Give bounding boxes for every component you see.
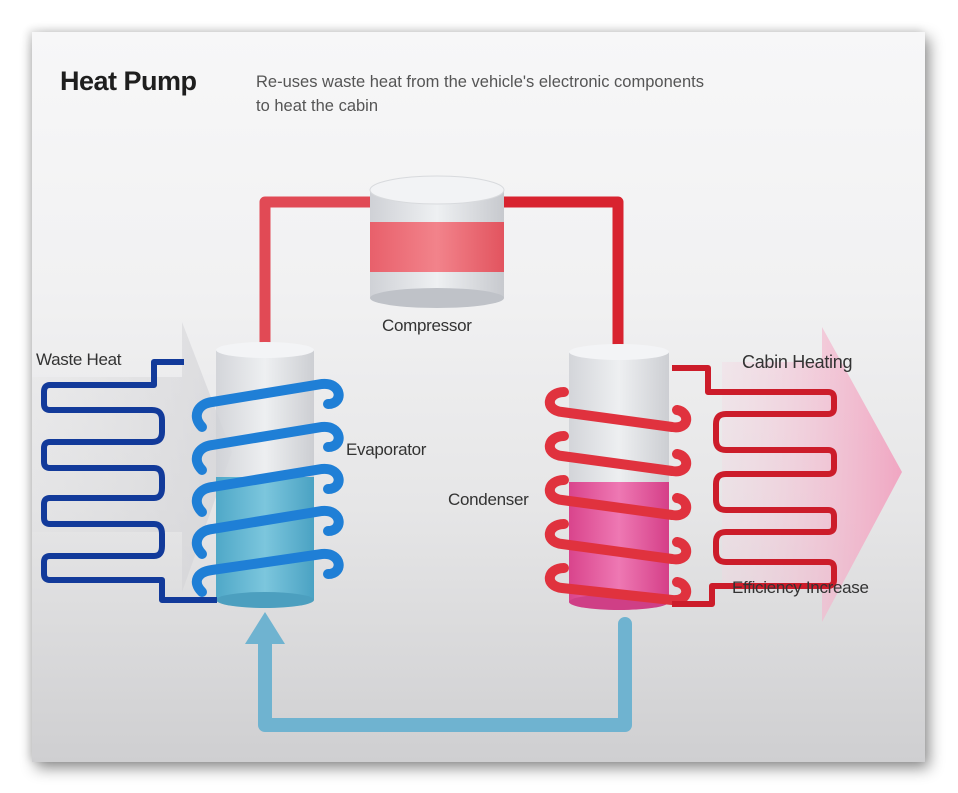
condenser-label: Condenser (448, 490, 529, 509)
efficiency-increase-label: Efficiency Increase (732, 578, 869, 597)
diagram-frame: Heat Pump Re-uses waste heat from the ve… (32, 32, 925, 762)
hot-pipe-right (502, 196, 624, 352)
compressor-label: Compressor (382, 316, 472, 335)
hot-pipe-left (259, 196, 377, 352)
heat-pump-schematic (32, 175, 902, 732)
condenser-cylinder (569, 344, 669, 610)
waste-heat-coil (41, 359, 217, 603)
return-pipe (258, 617, 632, 732)
subtitle: Re-uses waste heat from the vehicle's el… (256, 70, 856, 118)
subtitle-line-2: to heat the cabin (256, 97, 379, 115)
subtitle-line-1: Re-uses waste heat from the vehicle's el… (256, 73, 704, 91)
waste-heat-label: Waste Heat (36, 350, 122, 369)
condenser-coils (544, 387, 692, 606)
evaporator-label: Evaporator (346, 440, 427, 459)
cabin-heating-label: Cabin Heating (742, 352, 853, 372)
cabin-heating-coil (672, 365, 837, 607)
return-arrowhead (245, 612, 285, 644)
evaporator-coils (191, 378, 344, 597)
compressor-cylinder (369, 175, 505, 308)
page-title: Heat Pump (60, 66, 197, 96)
